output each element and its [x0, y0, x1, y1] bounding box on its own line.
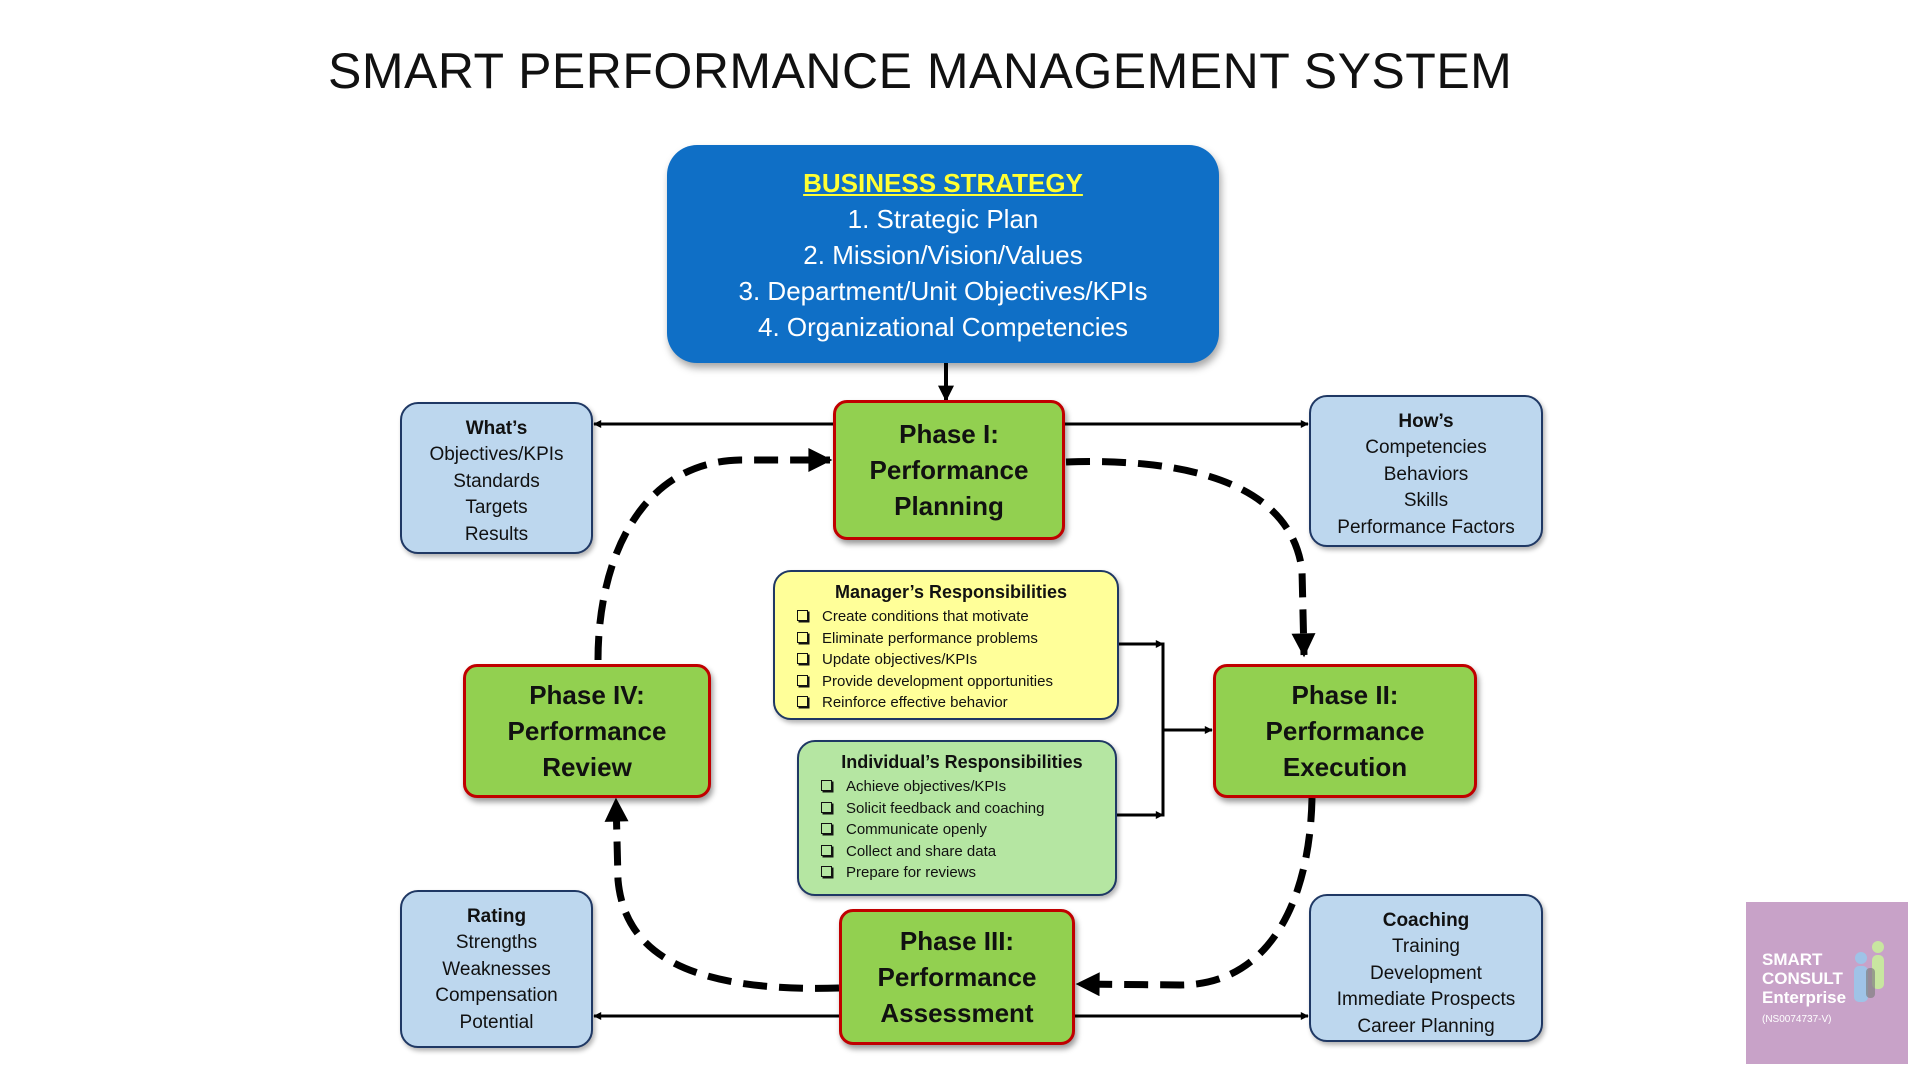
individual-item: Achieve objectives/KPIs: [821, 776, 1103, 798]
whats-item: Standards: [453, 470, 540, 492]
bracket-responsibilities: [1117, 642, 1165, 817]
rating-item: Compensation: [435, 985, 558, 1006]
phase-label: Performance: [869, 455, 1029, 485]
individual-item: Collect and share data: [821, 841, 1103, 863]
phase-label: Execution: [1282, 752, 1408, 782]
checkbox-icon: [821, 866, 832, 878]
hows-item: Skills: [1403, 490, 1449, 511]
logo-text: CONSULT: [1762, 969, 1843, 988]
phase-label: Phase III:: [899, 926, 1015, 956]
checkbox-icon: [821, 780, 832, 791]
business-strategy-box: BUSINESS STRATEGY 1. Strategic Plan 2. M…: [667, 145, 1219, 363]
strategy-item: 2. Mission/Vision/Values: [803, 240, 1083, 270]
coaching-title: Coaching: [1382, 910, 1470, 931]
checkbox-icon: [797, 653, 808, 665]
logo-text: Enterprise: [1762, 988, 1847, 1007]
coaching-item: Immediate Prospects: [1336, 989, 1516, 1010]
whats-item: Objectives/KPIs: [429, 444, 564, 465]
rating-title: Rating: [466, 906, 527, 927]
coaching-item: Development: [1370, 962, 1482, 984]
checkbox-icon: [821, 844, 832, 856]
phase-label: Planning: [894, 491, 1004, 521]
phase-label: Phase I:: [899, 419, 999, 449]
hows-item: Performance Factors: [1337, 516, 1515, 538]
logo-text: SMART: [1762, 950, 1823, 969]
rating-item: Weaknesses: [442, 958, 551, 980]
manager-item: Reinforce effective behavior: [797, 692, 1105, 714]
checkbox-icon: [797, 674, 808, 686]
phase4-performance-review: Phase IV: Performance Review: [463, 664, 711, 798]
page-title: SMART PERFORMANCE MANAGEMENT SYSTEM: [328, 43, 1513, 99]
manager-item: Provide development opportunities: [797, 671, 1105, 693]
cycle-arrow-phase2-to-phase3: [1075, 797, 1316, 997]
rating-box: Rating Strengths Weaknesses Compensation…: [400, 890, 593, 1048]
hows-box: How’s Competencies Behaviors Skills Perf…: [1309, 395, 1543, 547]
individual-responsibilities-title: Individual’s Responsibilities: [841, 752, 1083, 772]
hows-item: Competencies: [1365, 437, 1487, 458]
manager-item: Eliminate performance problems: [797, 628, 1105, 650]
checkbox-icon: [821, 801, 832, 813]
whats-title: What’s: [465, 418, 528, 439]
phase3-performance-assessment: Phase III: Performance Assessment: [839, 909, 1075, 1045]
whats-box: What’s Objectives/KPIs Standards Targets…: [400, 402, 593, 554]
people-figures-icon: [1854, 941, 1884, 1002]
individual-responsibilities-box: Individual’s Responsibilities Achieve ob…: [797, 740, 1117, 896]
checkbox-icon: [797, 610, 808, 621]
phase-label: Review: [542, 752, 632, 782]
strategy-item: 3. Department/Unit Objectives/KPIs: [738, 276, 1148, 306]
phase-label: Phase II:: [1291, 680, 1399, 710]
cycle-arrow-phase4-to-phase1: [594, 448, 833, 661]
phase-label: Phase IV:: [529, 680, 645, 710]
phase-label: Assessment: [880, 998, 1034, 1028]
individual-item: Prepare for reviews: [821, 862, 1103, 884]
individual-item: Communicate openly: [821, 819, 1103, 841]
cycle-arrow-phase3-to-phase4: [604, 797, 840, 992]
hows-title: How’s: [1398, 411, 1454, 432]
manager-item: Update objectives/KPIs: [797, 649, 1105, 671]
coaching-item: Career Planning: [1357, 1015, 1495, 1037]
logo-registration: (NS0074737-V): [1762, 1014, 1832, 1025]
manager-responsibilities-title: Manager’s Responsibilities: [834, 582, 1068, 602]
manager-responsibilities-box: Manager’s Responsibilities Create condit…: [773, 570, 1119, 720]
business-strategy-heading: BUSINESS STRATEGY: [803, 168, 1083, 198]
whats-item: Targets: [465, 497, 528, 518]
strategy-item: 1. Strategic Plan: [847, 204, 1039, 234]
strategy-item: 4. Organizational Competencies: [758, 312, 1128, 342]
rating-item: Potential: [459, 1011, 534, 1033]
rating-item: Strengths: [455, 932, 538, 953]
individual-item: Solicit feedback and coaching: [821, 798, 1103, 820]
phase-label: Performance: [1265, 716, 1425, 746]
whats-item: Results: [464, 523, 529, 545]
cycle-arrow-phase1-to-phase2: [1065, 458, 1316, 658]
coaching-box: Coaching Training Development Immediate …: [1309, 894, 1543, 1042]
checkbox-icon: [797, 631, 808, 643]
phase-label: Performance: [507, 716, 667, 746]
smart-consult-logo: SMART CONSULT Enterprise (NS0074737-V): [1746, 902, 1908, 1064]
checkbox-icon: [797, 696, 808, 708]
checkbox-icon: [821, 823, 832, 835]
phase1-performance-planning: Phase I: Performance Planning: [833, 400, 1065, 540]
phase2-performance-execution: Phase II: Performance Execution: [1213, 664, 1477, 798]
hows-item: Behaviors: [1383, 463, 1469, 485]
coaching-item: Training: [1392, 936, 1460, 957]
manager-item: Create conditions that motivate: [797, 606, 1105, 628]
phase-label: Performance: [877, 962, 1037, 992]
